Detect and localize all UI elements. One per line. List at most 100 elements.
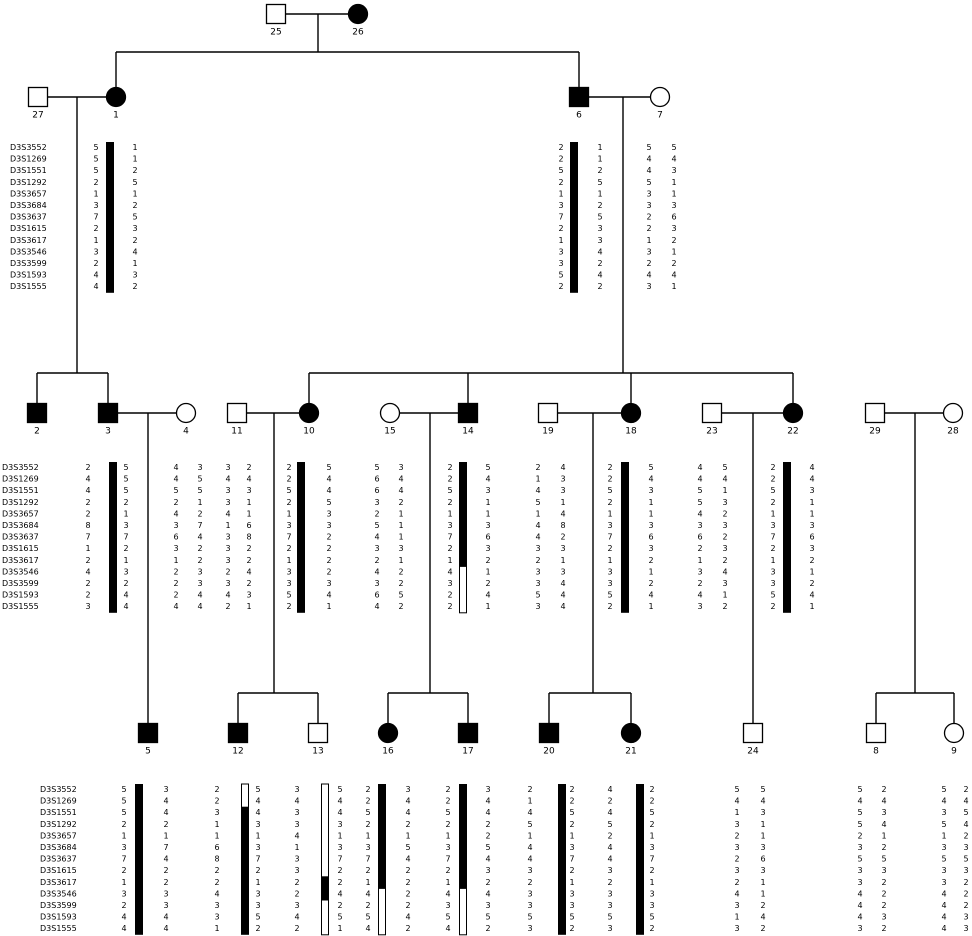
allele-value: 4 — [722, 567, 727, 576]
allele-value: 3 — [286, 579, 291, 588]
allele-value: 5 — [286, 591, 291, 600]
allele-value: 2 — [558, 178, 563, 187]
allele-value: 4 — [294, 831, 299, 840]
allele-value: 3 — [294, 866, 299, 875]
allele-value: 4 — [941, 797, 946, 806]
allele-value: 3 — [607, 901, 612, 910]
individual-label: 21 — [625, 747, 636, 757]
allele-value: 2 — [365, 866, 370, 875]
allele-value: 5 — [132, 213, 137, 222]
allele-value: 3 — [722, 544, 727, 553]
allele-value: 5 — [760, 785, 765, 794]
allele-value: 2 — [173, 591, 178, 600]
allele-value: 3 — [374, 544, 379, 553]
allele-value: 3 — [405, 785, 410, 794]
allele-value: 2 — [326, 533, 331, 542]
allele-value: 3 — [857, 866, 862, 875]
allele-value: 2 — [597, 259, 602, 268]
allele-value: 3 — [649, 889, 654, 898]
allele-value: 3 — [294, 855, 299, 864]
individual-label: 14 — [462, 427, 474, 437]
allele-value: 4 — [197, 533, 202, 542]
allele-value: 2 — [722, 556, 727, 565]
allele-value: 3 — [671, 201, 676, 210]
allele-value: 8 — [85, 521, 90, 530]
allele-value: 2 — [881, 785, 886, 794]
marker-label: D3S1269 — [2, 475, 39, 484]
allele-value: 1 — [734, 808, 739, 817]
individual-label: 23 — [706, 427, 717, 437]
marker-label: D3S3599 — [2, 579, 39, 588]
allele-value: 4 — [560, 579, 565, 588]
allele-value: 2 — [197, 544, 202, 553]
marker-label: D3S3684 — [10, 201, 47, 210]
allele-value: 5 — [569, 913, 574, 922]
allele-value: 1 — [607, 556, 612, 565]
allele-value: 1 — [398, 509, 403, 518]
allele-value: 2 — [132, 236, 137, 245]
allele-value: 2 — [326, 556, 331, 565]
allele-value: 1 — [770, 509, 775, 518]
allele-value: 2 — [255, 866, 260, 875]
allele-value: 4 — [809, 475, 814, 484]
allele-value: 5 — [255, 785, 260, 794]
allele-value: 3 — [214, 913, 219, 922]
allele-value: 2 — [648, 579, 653, 588]
individual-label: 19 — [542, 427, 554, 437]
allele-value: 3 — [286, 521, 291, 530]
individual-label: 13 — [312, 747, 323, 757]
allele-value: 4 — [121, 913, 126, 922]
allele-value: 5 — [646, 178, 651, 187]
allele-value: 5 — [963, 808, 968, 817]
allele-value: 4 — [163, 808, 168, 817]
allele-value: 3 — [535, 602, 540, 611]
allele-value: 3 — [225, 533, 230, 542]
allele-value: 2 — [963, 889, 968, 898]
allele-value: 4 — [121, 924, 126, 933]
allele-value: 5 — [597, 213, 602, 222]
individual-label: 24 — [747, 747, 759, 757]
allele-value: 3 — [560, 486, 565, 495]
allele-value: 3 — [326, 579, 331, 588]
allele-value: 5 — [527, 913, 532, 922]
allele-value: 2 — [697, 544, 702, 553]
allele-value: 6 — [760, 855, 765, 864]
allele-value: 5 — [881, 855, 886, 864]
individual-label: 5 — [145, 747, 151, 757]
allele-value: 1 — [671, 247, 676, 256]
allele-value: 1 — [326, 602, 331, 611]
allele-value: 2 — [649, 797, 654, 806]
individual-5-male — [137, 722, 159, 744]
allele-value: 2 — [93, 178, 98, 187]
allele-value: 3 — [255, 901, 260, 910]
allele-value: 2 — [447, 498, 452, 507]
allele-value: 1 — [255, 831, 260, 840]
allele-value: 1 — [337, 924, 342, 933]
allele-value: 3 — [607, 579, 612, 588]
allele-value: 2 — [163, 866, 168, 875]
allele-value: 2 — [123, 498, 128, 507]
allele-value: 3 — [569, 889, 574, 898]
allele-value: 3 — [697, 602, 702, 611]
allele-value: 3 — [197, 579, 202, 588]
allele-value: 2 — [527, 785, 532, 794]
allele-value: 2 — [558, 224, 563, 233]
allele-value: 1 — [163, 831, 168, 840]
allele-value: 3 — [760, 866, 765, 875]
allele-value: 5 — [398, 591, 403, 600]
allele-value: 4 — [941, 924, 946, 933]
haplotype-bar-affected — [459, 784, 467, 889]
allele-value: 4 — [697, 591, 702, 600]
allele-value: 2 — [485, 579, 490, 588]
allele-value: 3 — [121, 843, 126, 852]
allele-value: 1 — [809, 509, 814, 518]
allele-value: 1 — [225, 521, 230, 530]
allele-value: 3 — [649, 843, 654, 852]
allele-value: 1 — [445, 831, 450, 840]
allele-value: 1 — [671, 282, 676, 291]
allele-value: 3 — [760, 808, 765, 817]
allele-value: 2 — [734, 831, 739, 840]
allele-value: 5 — [485, 913, 490, 922]
allele-value: 2 — [963, 901, 968, 910]
allele-value: 5 — [671, 143, 676, 152]
